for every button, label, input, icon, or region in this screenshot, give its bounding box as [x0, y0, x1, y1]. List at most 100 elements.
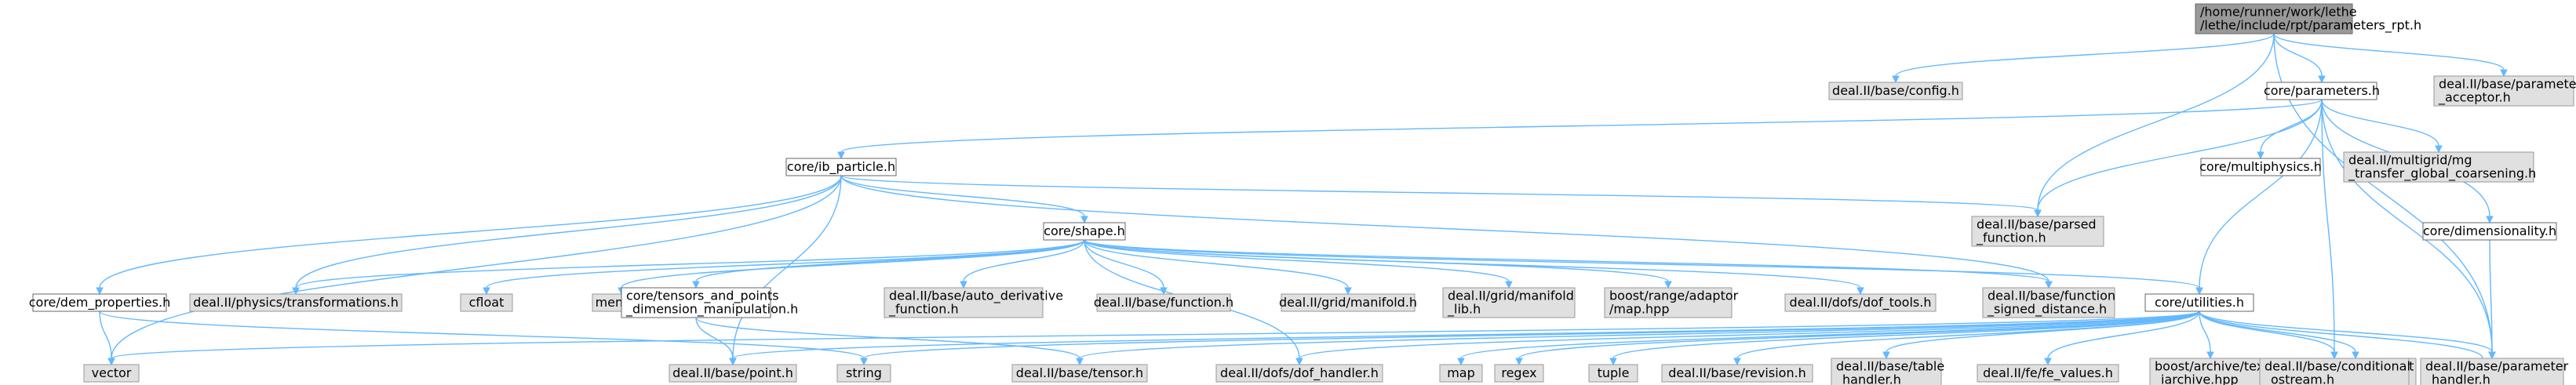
edge-ib_particle-to-dem_properties	[96, 175, 842, 296]
node-box	[1828, 82, 1963, 100]
edge-line	[2037, 99, 2323, 211]
node-iarchive: boost/archive/text_iarchive.hpp	[2149, 358, 2272, 385]
node-box	[1971, 216, 2104, 247]
node-dimensionality[interactable]: core/dimensionality.h	[2422, 222, 2557, 241]
edge-parameters-to-cond_ostream	[2321, 99, 2338, 360]
node-tensors[interactable]: core/tensors_and_points_dimension_manipu…	[621, 287, 798, 318]
edge-utilities-to-vector	[107, 311, 2200, 366]
node-config: deal.II/base/config.h	[1828, 82, 1963, 100]
edge-root-to-parsed_function	[2034, 33, 2275, 218]
node-param-handler: deal.II/base/parameter_handler.h	[2420, 358, 2569, 385]
node-param-acceptor: deal.II/base/parameter_acceptor.h	[2433, 75, 2576, 107]
edge-shape-to-memory	[618, 239, 1085, 296]
edge-arrowhead	[483, 287, 490, 296]
edge-line	[840, 175, 2039, 211]
node-box	[1215, 364, 1383, 383]
edge-line	[2199, 311, 2493, 353]
edge-utilities-to-point	[729, 311, 2200, 366]
node-label: deal.II/base/parameter	[2425, 359, 2569, 374]
edge-line	[2199, 311, 2211, 353]
edge-line	[1895, 33, 2275, 77]
node-box	[836, 364, 891, 383]
node-grid-manifold: deal.II/grid/manifold.h	[1279, 293, 1417, 312]
node-box	[1281, 293, 1416, 312]
node-utilities[interactable]: core/utilities.h	[2144, 293, 2254, 312]
node-dof-tools: deal.II/dofs/dof_tools.h	[1784, 293, 1937, 312]
edge-arrowhead	[1457, 358, 1465, 366]
node-cond-ostream: deal.II/base/conditional_ostream.h	[2259, 358, 2410, 385]
node-cfloat: cfloat	[460, 293, 513, 312]
edge-shape-to-manifold_lib	[1084, 239, 1513, 289]
node-label: tuple	[1598, 365, 1630, 380]
node-box	[884, 287, 1044, 318]
edge-arrowhead	[2045, 281, 2053, 289]
node-ib-particle[interactable]: core/ib_particle.h	[785, 158, 897, 176]
edge-shape-to-signed_distance	[1084, 239, 2053, 289]
edge-utilities-to-iarchive	[2199, 311, 2214, 360]
edge-utilities-to-tensor	[1076, 311, 2200, 366]
edge-line	[2037, 33, 2275, 211]
edge-line	[2199, 99, 2323, 289]
node-box	[2144, 293, 2254, 312]
node-shape[interactable]: core/shape.h	[1043, 222, 1126, 241]
edge-line	[2321, 99, 2493, 353]
node-parameters[interactable]: core/parameters.h	[2264, 82, 2380, 100]
edge-arrowhead	[2435, 145, 2443, 154]
edge-root-to-parameters	[2273, 33, 2326, 84]
node-box	[621, 287, 771, 318]
node-box	[2259, 358, 2410, 385]
edge-line	[99, 311, 865, 359]
edge-line	[1518, 311, 2200, 359]
edge-arrowhead	[837, 151, 845, 160]
node-root: /home/runner/work/lethe/lethe/include/rp…	[2195, 3, 2421, 35]
node-auto-derivative: deal.II/base/auto_derivative_function.h	[884, 287, 1063, 318]
edge-arrowhead	[1515, 358, 1523, 366]
edge-line	[99, 175, 842, 289]
edge-line	[1460, 311, 2200, 359]
edge-line	[2321, 99, 2439, 147]
node-label: _dimension_manipulation.h	[625, 302, 798, 318]
node-box	[189, 293, 403, 312]
edge-arrowhead	[692, 281, 700, 289]
node-label: deal.II/base/revision.h	[1668, 365, 1806, 380]
edge-ib_particle-to-shape	[840, 175, 1088, 224]
node-label: _lib.h	[1447, 302, 1481, 318]
edge-line	[486, 239, 1085, 289]
edge-arrowhead	[2195, 287, 2203, 296]
edge-root-to-param_acceptor	[2273, 33, 2508, 78]
edge-arrowhead	[2044, 358, 2052, 366]
edge-arrowhead	[2034, 209, 2042, 218]
node-label: string	[846, 365, 882, 380]
edge-line	[99, 311, 112, 359]
edge-line	[2273, 33, 2323, 77]
edge-shape-to-utilities	[1084, 239, 2203, 296]
node-label: deal.II/grid/manifold.h	[1279, 295, 1417, 310]
node-parsed-function: deal.II/base/parsed_function.h	[1971, 216, 2104, 247]
node-multiphysics[interactable]: core/multiphysics.h	[2199, 158, 2322, 176]
node-box	[32, 293, 167, 312]
node-fe-values: deal.II/fe/fe_values.h	[1977, 364, 2119, 383]
edge-utilities-to-table_handler	[1882, 311, 2200, 360]
node-label: core/shape.h	[1044, 223, 1125, 238]
edge-utilities-to-dof_handler	[1295, 311, 2200, 366]
edge-arrowhead	[1882, 351, 1890, 360]
node-box	[1439, 364, 1483, 383]
edge-line	[2489, 239, 2493, 353]
edge-arrowhead	[2486, 216, 2494, 224]
edge-ib_particle-to-vector	[107, 175, 842, 366]
node-vector: vector	[83, 364, 140, 383]
edge-arrowhead	[1080, 216, 1088, 224]
node-tensor: deal.II/base/tensor.h	[1011, 364, 1148, 383]
edge-arrowhead	[292, 287, 300, 296]
edge-utilities-to-string	[860, 311, 2200, 366]
node-label: deal.II/base/parameter	[2439, 77, 2576, 92]
node-box	[2420, 358, 2564, 385]
node-label: deal.II/multigrid/mg	[2348, 153, 2472, 168]
node-box	[1661, 364, 1813, 383]
edge-arrowhead	[1344, 287, 1352, 296]
edge-utilities-to-fe_values	[2044, 311, 2200, 366]
node-dem-properties[interactable]: core/dem_properties.h	[29, 293, 171, 312]
node-function: deal.II/base/function.h	[1094, 293, 1233, 312]
edge-shape-to-auto_derivative	[960, 239, 1085, 289]
